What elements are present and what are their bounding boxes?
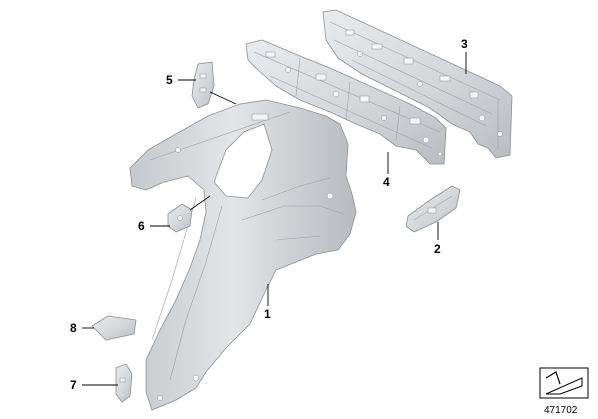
callout-2: 2 — [434, 242, 441, 256]
callout-7: 7 — [70, 378, 77, 392]
part-1-side-panel — [129, 99, 357, 411]
part-2-reinforcement — [405, 185, 461, 233]
callout-3: 3 — [461, 37, 468, 51]
part-6-bracket — [167, 203, 193, 233]
callout-4: 4 — [383, 175, 390, 189]
view-direction-arrow-icon — [539, 367, 589, 399]
leader-5b — [209, 91, 237, 105]
callout-5: 5 — [166, 73, 173, 87]
part-7-bracket — [115, 363, 133, 403]
callout-8: 8 — [70, 321, 77, 335]
catalog-number: 471702 — [544, 405, 578, 416]
callout-1: 1 — [264, 307, 271, 321]
callout-6: 6 — [138, 219, 145, 233]
part-3-rear-panel — [322, 9, 513, 159]
leader-6b — [189, 195, 211, 211]
part-4-cross-member — [245, 39, 447, 165]
callout-labels: 1 2 3 4 5 6 7 8 — [70, 37, 468, 392]
part-8-plate — [91, 315, 137, 341]
leader-lines — [82, 52, 467, 386]
part-5-bracket — [191, 61, 215, 109]
